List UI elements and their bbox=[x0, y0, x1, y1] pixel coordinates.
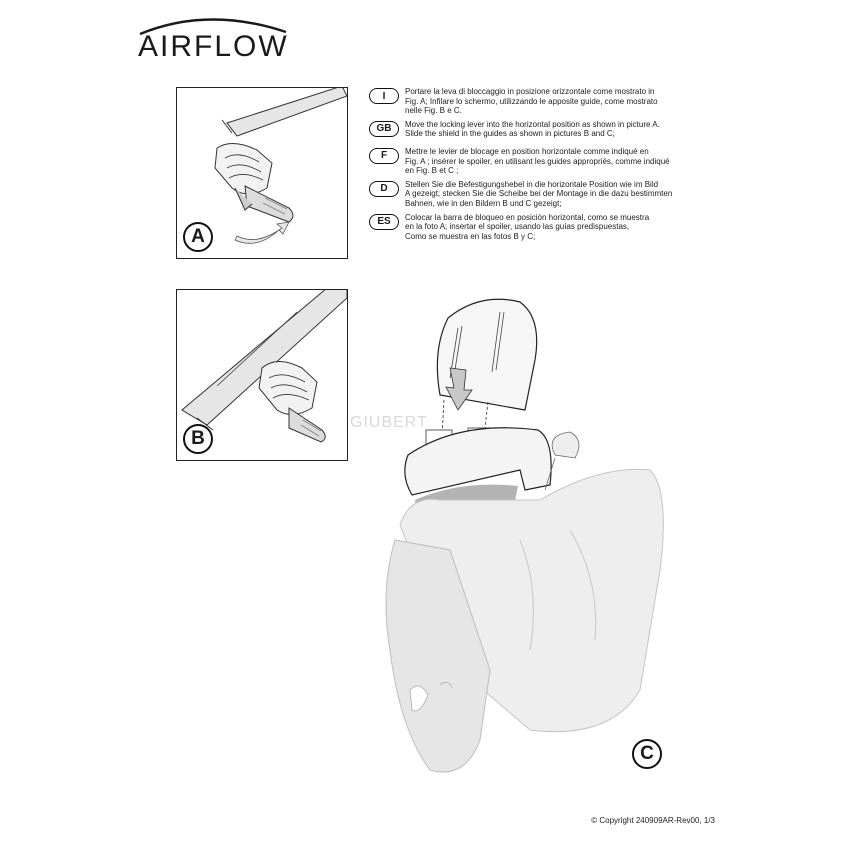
instruction-line: Mettre le levier de blocage en position … bbox=[405, 146, 649, 156]
instruction-line: Bahnen, wie in den Bildern B und C gezei… bbox=[405, 198, 562, 208]
figure-b-illustration bbox=[181, 287, 348, 443]
instruction-it: I Portare la leva di bloccaggio in posiz… bbox=[369, 87, 699, 116]
figure-a-label: A bbox=[183, 222, 213, 252]
lang-badge-es: ES bbox=[369, 213, 399, 230]
instruction-fr: F Mettre le levier de blocage en positio… bbox=[369, 147, 699, 176]
logo-arc-icon bbox=[139, 18, 287, 36]
lang-badge-gb: GB bbox=[369, 120, 399, 137]
instruction-text: Portare la leva di bloccaggio in posizio… bbox=[405, 87, 658, 116]
instruction-text: Stellen Sie die Befestigungshebel in die… bbox=[405, 180, 672, 209]
instruction-line: Como se muestra en las fotos B y C; bbox=[405, 231, 536, 241]
lang-badge-de: D bbox=[369, 180, 399, 197]
instruction-line: en la foto A; insertar el spoiler, usand… bbox=[405, 222, 630, 232]
instruction-text: Colocar la barra de bloqueo en posición … bbox=[405, 213, 649, 242]
instruction-line: nelle Fig. B e C. bbox=[405, 106, 462, 116]
figure-b-panel: B bbox=[176, 287, 348, 461]
instruction-gb: GB Move the locking lever into the horiz… bbox=[369, 120, 699, 139]
instruction-line: en Fig. B et C ; bbox=[405, 166, 459, 176]
instruction-text: Move the locking lever into the horizont… bbox=[405, 120, 660, 139]
figure-a-panel: A bbox=[176, 85, 348, 259]
watermark: GIUBERT bbox=[350, 414, 428, 431]
instruction-line: Colocar la barra de bloqueo en posición … bbox=[405, 212, 650, 222]
figure-c-illustration bbox=[385, 298, 664, 773]
instruction-line: Move the locking lever into the horizont… bbox=[405, 119, 660, 129]
brand-logo: AIRFLOW bbox=[138, 12, 289, 63]
instruction-de: D Stellen Sie die Befestigungshebel in d… bbox=[369, 180, 699, 209]
instruction-line: Fig. A; Infilare lo schermo, utilizzando… bbox=[405, 96, 658, 106]
instruction-line: Fig. A ; insérer le spoiler, en utilisan… bbox=[405, 156, 670, 166]
instruction-line: Slide the shield in the guides as shown … bbox=[405, 129, 615, 139]
instructions-list: I Portare la leva di bloccaggio in posiz… bbox=[369, 87, 699, 245]
instruction-line: A gezeigt; stecken Sie die Scheibe bei d… bbox=[405, 189, 673, 199]
instruction-text: Mettre le levier de blocage en position … bbox=[405, 147, 670, 176]
copyright-footer: © Copyright 240909AR-Rev00, 1/3 bbox=[591, 816, 715, 825]
figure-b-label: B bbox=[183, 424, 213, 454]
instruction-line: Stellen Sie die Befestigungshebel in die… bbox=[405, 179, 659, 189]
figure-a-illustration bbox=[214, 85, 348, 244]
instruction-es: ES Colocar la barra de bloqueo en posici… bbox=[369, 213, 699, 242]
instruction-line: Portare la leva di bloccaggio in posizio… bbox=[405, 87, 655, 96]
brand-name: AIRFLOW bbox=[138, 30, 289, 63]
lang-badge-it: I bbox=[369, 88, 399, 104]
figure-c-label: C bbox=[632, 739, 662, 769]
lang-badge-fr: F bbox=[369, 147, 399, 164]
